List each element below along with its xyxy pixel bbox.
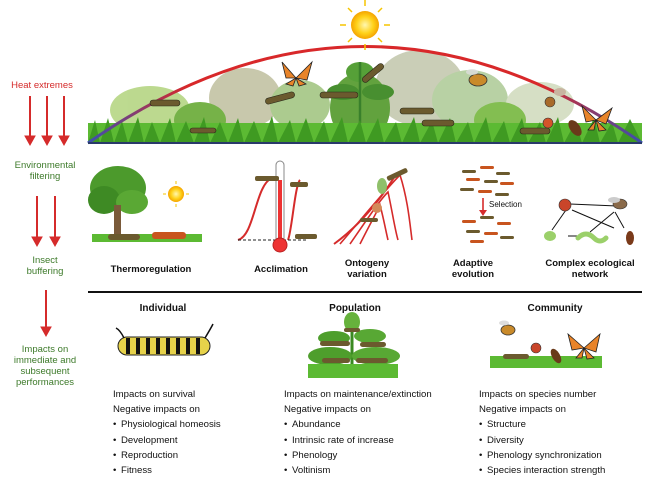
label-impacts: Impacts on immediate and subsequent perf… xyxy=(13,344,77,388)
sun-icon xyxy=(340,0,390,50)
caption-acclimation: Acclimation xyxy=(254,264,308,275)
community-item: Diversity xyxy=(479,433,605,448)
section-divider xyxy=(88,291,642,293)
butterfly-icon-top xyxy=(281,60,313,87)
caption-ontogeny: Ontogeny variation xyxy=(344,258,390,280)
population-item: Voltinism xyxy=(284,463,432,478)
caption-adaptive: Adaptive evolution xyxy=(451,258,495,280)
individual-line2: Negative impacts on xyxy=(113,404,200,416)
adaptive-graphic xyxy=(460,166,514,243)
heat-arrow-1 xyxy=(24,96,36,147)
community-graphic xyxy=(490,320,602,368)
sun-small-icon xyxy=(163,181,189,207)
buffer-arrow xyxy=(40,290,52,338)
population-line1: Impacts on maintenance/extinction xyxy=(284,389,432,400)
beetle-icons-top xyxy=(542,88,582,136)
thermoregulation-graphic xyxy=(88,166,202,242)
community-item: Species interaction strength xyxy=(479,463,605,478)
filter-arrow-2 xyxy=(49,196,61,248)
butterfly-icon-community xyxy=(567,332,601,360)
individual-item: Fitness xyxy=(113,463,221,478)
caterpillar-icon-individual xyxy=(115,323,214,356)
bee-icon-community xyxy=(499,320,516,336)
population-item: Phenology xyxy=(284,448,432,463)
label-selection: Selection xyxy=(489,200,522,209)
title-community: Community xyxy=(527,303,583,314)
ontogeny-graphic xyxy=(333,168,413,245)
label-insect-buffering: Insect buffering xyxy=(26,255,64,277)
list-population: Impacts on maintenance/extinction Negati… xyxy=(284,387,432,478)
community-item: Structure xyxy=(479,417,605,432)
caption-thermoregulation: Thermoregulation xyxy=(110,264,192,275)
filter-arrow-1 xyxy=(31,196,43,248)
title-population: Population xyxy=(329,303,381,314)
individual-item: Physiological homeosis xyxy=(113,417,221,432)
caterpillars-top xyxy=(149,63,551,135)
network-graphic xyxy=(544,197,634,245)
list-individual: Impacts on survival Negative impacts on … xyxy=(113,387,221,478)
butterfly-icon-top-right xyxy=(581,104,613,132)
heat-arrow-3 xyxy=(58,96,70,147)
heat-arrow-2 xyxy=(41,96,53,147)
population-plant xyxy=(308,312,400,378)
community-item: Phenology synchronization xyxy=(479,448,605,463)
community-line1: Impacts on species number xyxy=(479,389,597,400)
individual-item: Reproduction xyxy=(113,448,221,463)
left-arrows xyxy=(24,96,70,338)
acclimation-graphic xyxy=(237,160,317,253)
title-individual: Individual xyxy=(139,303,187,314)
bee-icon-top xyxy=(466,69,488,87)
label-heat-extremes: Heat extremes xyxy=(11,80,73,91)
label-environmental-filtering: Environmental filtering xyxy=(14,160,76,182)
population-item: Abundance xyxy=(284,417,432,432)
caption-complex-network: Complex ecological network xyxy=(545,258,635,280)
grass-strip xyxy=(88,116,642,143)
vegetation xyxy=(110,50,574,143)
individual-line1: Impacts on survival xyxy=(113,389,196,400)
community-line2: Negative impacts on xyxy=(479,404,566,416)
heat-landscape xyxy=(87,0,643,145)
individual-item: Development xyxy=(113,433,221,448)
population-item: Intrinsic rate of increase xyxy=(284,433,432,448)
population-line2: Negative impacts on xyxy=(284,404,371,416)
list-community: Impacts on species number Negative impac… xyxy=(479,387,605,478)
